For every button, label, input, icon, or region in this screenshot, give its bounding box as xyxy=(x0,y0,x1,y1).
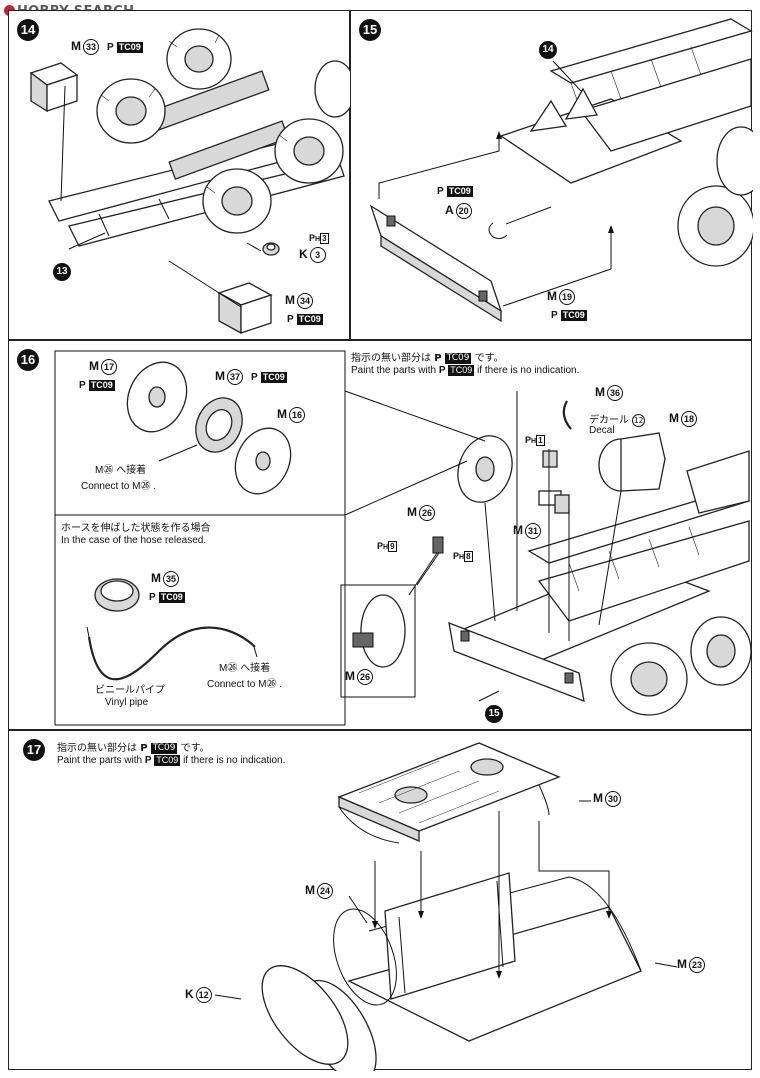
part-number-circle: 33 xyxy=(83,39,99,55)
sub-assembly-13-badge: 13 xyxy=(53,263,71,281)
paint-m37: P TC09 xyxy=(251,371,287,383)
paint-m34: P TC09 xyxy=(287,313,323,325)
step-16-drawing xyxy=(54,350,752,726)
valve-assembly-icon xyxy=(538,400,572,514)
part-k3-ring xyxy=(262,242,280,256)
connect-bottom-jp: M㉖ へ接着 xyxy=(219,663,271,674)
clamp-part-icon xyxy=(432,536,444,554)
wheel-icon xyxy=(96,28,351,234)
paint-m35: P TC09 xyxy=(149,591,185,603)
step-16-number: 16 xyxy=(17,349,39,371)
part-m34-box xyxy=(217,282,273,335)
step-17-number: 17 xyxy=(23,739,45,761)
part-m30-deck xyxy=(337,742,561,844)
step-16-panel: 16 指示の無い部分は P TC09 です。 Paint the parts w… xyxy=(8,340,752,730)
ref-step-15-badge: 15 xyxy=(485,705,503,723)
paint-icon: P xyxy=(107,42,114,53)
wheel-icon xyxy=(610,616,752,716)
connect-top-en: Connect to M㉖ . xyxy=(81,481,157,492)
decal-label-jp: デカール 12 xyxy=(589,413,646,427)
step-17-note-en: Paint the parts with P TC09 if there is … xyxy=(57,755,286,767)
paint-m33: P TC09 xyxy=(107,41,143,53)
step-16-note-jp: 指示の無い部分は P TC09 です。 xyxy=(351,352,504,364)
vinyl-pipe-jp: ビニールパイプ xyxy=(95,685,165,696)
vinyl-pipe-icon xyxy=(87,626,256,681)
part-m33-box xyxy=(29,62,79,113)
step-17-panel: 17 指示の無い部分は P TC09 です。 Paint the parts w… xyxy=(8,730,752,1071)
wheel-icon xyxy=(677,126,753,267)
hose-note-en: In the case of the hose released. xyxy=(61,535,207,546)
part-m24-frame xyxy=(333,872,516,1006)
decal-label-en: Decal xyxy=(589,425,615,436)
paint-m17: P TC09 xyxy=(79,379,115,391)
runner-box: 3 xyxy=(320,233,329,244)
connect-top-jp: M㉖ へ接着 xyxy=(95,465,147,476)
ref-step-14-badge: 14 xyxy=(539,41,557,59)
paint-code-badge: TC09 xyxy=(116,41,143,53)
part-a20-hook xyxy=(488,222,508,240)
step-14-number: 14 xyxy=(17,19,39,41)
reel-icon xyxy=(126,361,292,495)
hose-note-jp: ホースを伸ばした状態を作る場合 xyxy=(61,523,211,534)
step-16-note-en: Paint the parts with P TC09 if there is … xyxy=(351,365,580,377)
step-15-drawing xyxy=(369,18,753,323)
paint-top: P TC09 xyxy=(437,185,473,197)
connect-bottom-en: Connect to M㉖ . xyxy=(207,679,283,690)
step-14-drawing xyxy=(29,28,351,335)
step-17-note-jp: 指示の無い部分は P TC09 です。 xyxy=(57,742,210,754)
step-15-number: 15 xyxy=(359,19,381,41)
part-k12-endcap xyxy=(261,965,349,1065)
step-17-drawing xyxy=(214,742,678,1071)
vinyl-pipe-en: Vinyl pipe xyxy=(105,697,149,708)
part-m19-bumper xyxy=(369,204,503,323)
part-prefix: M xyxy=(71,39,81,54)
hose-reel-icon xyxy=(94,578,140,612)
paint-m19: P TC09 xyxy=(551,309,587,321)
